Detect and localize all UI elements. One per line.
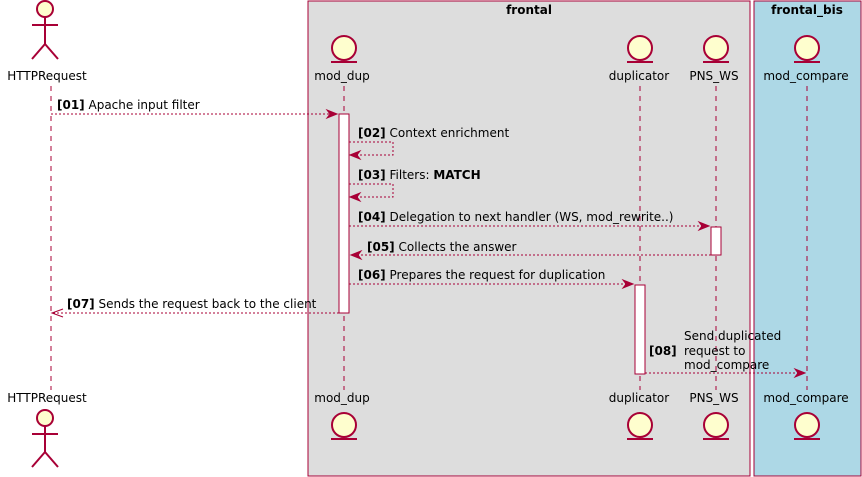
- entity-icon: [331, 412, 357, 440]
- svg-text:[06] Prepares the request for: [06] Prepares the request for duplicatio…: [358, 268, 605, 282]
- entity-icon: [331, 35, 357, 63]
- entity-icon: [627, 412, 653, 440]
- participant-label: HTTPRequest: [7, 69, 87, 83]
- actor-icon: [31, 409, 59, 468]
- participant-pns-ws-top: PNS_WS: [689, 35, 739, 83]
- group-frontal-bis-title: frontal_bis: [771, 3, 843, 18]
- group-frontal-title: frontal: [506, 3, 552, 17]
- message-number: [08]: [649, 344, 677, 358]
- participant-httprequest-bottom: HTTPRequest: [7, 391, 87, 468]
- actor-icon: [31, 0, 59, 60]
- activation-mod-dup: [338, 113, 350, 314]
- message-03: [03] Filters: MATCH: [348, 168, 481, 203]
- message-04: [04] Delegation to next handler (WS, mod…: [349, 210, 711, 232]
- message-number: [07]: [67, 297, 95, 311]
- participant-mod-dup-bottom: mod_dup: [314, 391, 370, 440]
- participant-label: duplicator: [609, 69, 670, 83]
- svg-text:[04] Delegation to next handle: [04] Delegation to next handler (WS, mod…: [358, 210, 674, 224]
- message-text-line-3: mod_compare: [684, 358, 769, 372]
- message-text-line-2: request to: [684, 344, 745, 358]
- participant-mod-dup-top: mod_dup: [314, 35, 370, 83]
- participant-label: PNS_WS: [689, 69, 738, 83]
- message-emphasis: MATCH: [433, 168, 480, 182]
- svg-text:[03] Filters: MATCH: [03] Filters: MATCH: [358, 168, 481, 182]
- message-01: [01] Apache input filter: [51, 98, 339, 120]
- participant-duplicator-bottom: duplicator: [609, 391, 670, 440]
- message-text-line-1: Send duplicated: [684, 329, 781, 343]
- activation-duplicator: [634, 284, 646, 375]
- participant-duplicator-top: duplicator: [609, 35, 670, 83]
- svg-text:[01] Apache input filter: [01] Apache input filter: [57, 98, 200, 112]
- group-frontal: frontal: [307, 0, 751, 477]
- participant-httprequest-top: HTTPRequest: [7, 0, 87, 83]
- message-06: [06] Prepares the request for duplicatio…: [349, 268, 635, 290]
- message-text: Delegation to next handler (WS, mod_rewr…: [390, 210, 674, 224]
- message-number: [04]: [358, 210, 386, 224]
- message-text: Filters:: [390, 168, 434, 182]
- svg-text:[07] Sends the request back to: [07] Sends the request back to the clien…: [67, 297, 317, 311]
- participant-label: mod_dup: [314, 69, 370, 83]
- entity-icon: [703, 35, 729, 63]
- participant-label: mod_compare: [763, 69, 848, 83]
- message-05: [05] Collects the answer: [349, 240, 711, 261]
- participant-label: mod_dup: [314, 391, 370, 405]
- entity-icon: [703, 412, 729, 440]
- message-07: [07] Sends the request back to the clien…: [50, 297, 339, 318]
- svg-text:[05] Collects the answer: [05] Collects the answer: [367, 240, 517, 254]
- message-text: Collects the answer: [399, 240, 517, 254]
- participant-label: PNS_WS: [689, 391, 738, 405]
- message-text: Sends the request back to the client: [99, 297, 317, 311]
- message-number: [05]: [367, 240, 395, 254]
- message-08: [08] Send duplicated request to mod_comp…: [645, 329, 807, 379]
- svg-text:[02] Context enrichment: [02] Context enrichment: [358, 126, 509, 140]
- entity-icon: [627, 35, 653, 63]
- message-number: [06]: [358, 268, 386, 282]
- participant-label: mod_compare: [763, 391, 848, 405]
- message-text: Apache input filter: [89, 98, 200, 112]
- message-text: Context enrichment: [390, 126, 510, 140]
- entity-icon: [794, 412, 820, 440]
- participant-label: HTTPRequest: [7, 391, 87, 405]
- participant-label: duplicator: [609, 391, 670, 405]
- entity-icon: [794, 35, 820, 63]
- activation-pns-ws: [710, 226, 722, 256]
- message-number: [03]: [358, 168, 386, 182]
- message-02: [02] Context enrichment: [348, 126, 509, 161]
- message-number: [01]: [57, 98, 85, 112]
- participant-mod-compare-top: mod_compare: [763, 35, 849, 83]
- participant-pns-ws-bottom: PNS_WS: [689, 391, 739, 440]
- participant-mod-compare-bottom: mod_compare: [763, 391, 849, 440]
- message-number: [02]: [358, 126, 386, 140]
- message-text: Prepares the request for duplication: [390, 268, 606, 282]
